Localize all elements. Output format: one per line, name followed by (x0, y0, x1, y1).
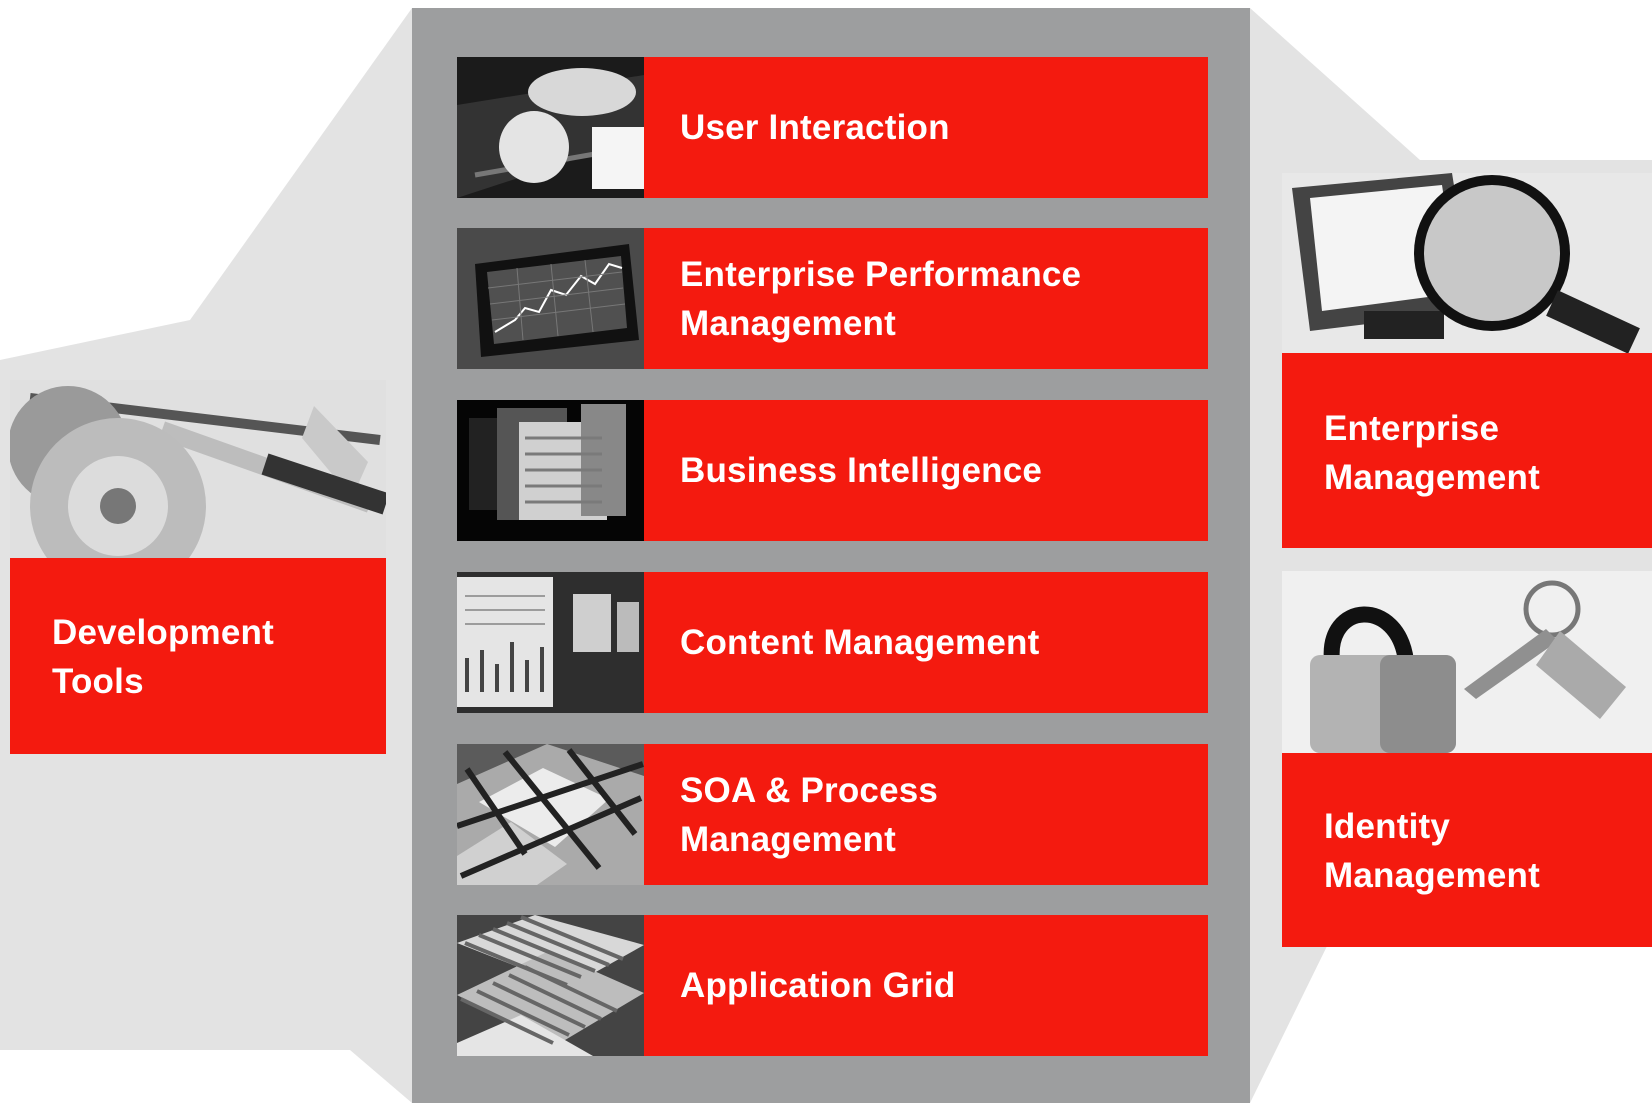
label-line-1: Content Management (680, 623, 1040, 662)
content-screens-photo (457, 572, 644, 713)
card-label: SOA & Process Management (644, 744, 1208, 885)
glowing-data-screens-photo (457, 400, 644, 541)
card-label: Enterprise Performance Management (644, 228, 1208, 369)
label-line-1: Enterprise (1324, 409, 1500, 448)
label-line-1: Enterprise Performance (680, 254, 1082, 294)
label-line-2: Management (1324, 458, 1540, 497)
magnifier-monitor-photo (1282, 173, 1652, 353)
label-line-1: SOA & Process (680, 770, 939, 810)
label-line-1: Development (52, 613, 274, 652)
identity-management-label: Identity Management (1324, 802, 1540, 900)
enterprise-performance-management-card[interactable]: Enterprise Performance Management (457, 228, 1208, 369)
label-line-2: Management (680, 819, 896, 859)
label-line-1: User Interaction (680, 108, 950, 147)
server-pin-grid-photo (457, 915, 644, 1056)
label-line-1: Identity (1324, 807, 1451, 846)
business-intelligence-card[interactable]: Business Intelligence (457, 400, 1208, 541)
application-grid-card[interactable]: Application Grid (457, 915, 1208, 1056)
soa-process-management-card[interactable]: SOA & Process Management (457, 744, 1208, 885)
card-label: Content Management (644, 572, 1208, 713)
card-label: Application Grid (644, 915, 1208, 1056)
development-tools-label: Development Tools (52, 608, 274, 706)
gears-wrench-hammer-photo (10, 380, 386, 558)
tiled-pathway-photo (457, 744, 644, 885)
development-tools-card[interactable]: Development Tools (10, 380, 386, 754)
content-management-card[interactable]: Content Management (457, 572, 1208, 713)
identity-management-card[interactable]: Identity Management (1282, 571, 1652, 947)
label-line-1: Application Grid (680, 966, 956, 1005)
card-label: User Interaction (644, 57, 1208, 198)
enterprise-management-card[interactable]: Enterprise Management (1282, 173, 1652, 548)
user-interaction-card[interactable]: User Interaction (457, 57, 1208, 198)
padlock-keys-photo (1282, 571, 1652, 753)
label-line-2: Management (1324, 856, 1540, 895)
label-line-1: Business Intelligence (680, 451, 1043, 490)
monitor-line-graph-photo (457, 228, 644, 369)
label-line-2: Tools (52, 662, 144, 701)
card-label: Business Intelligence (644, 400, 1208, 541)
label-line-2: Management (680, 303, 896, 343)
hands-on-keyboard-photo (457, 57, 644, 198)
enterprise-management-label: Enterprise Management (1324, 404, 1540, 502)
